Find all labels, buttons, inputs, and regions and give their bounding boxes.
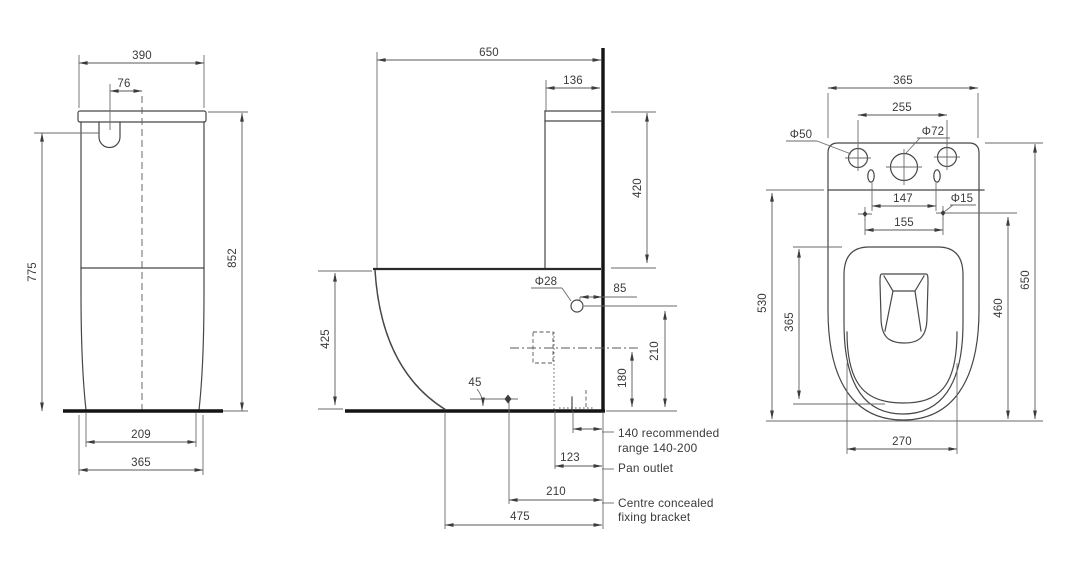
dim-text: 136 [563, 75, 583, 87]
cistern-lid-lines [544, 110, 602, 122]
dim-text: 475 [510, 511, 530, 523]
dim-text: 147 [893, 193, 913, 205]
note-line-1: 140 recommended [618, 426, 719, 440]
dim-cistern-height: 420 [611, 111, 656, 269]
dim-fixing-to-rear: 460 [948, 212, 1017, 420]
centre-hole-crosshair [886, 149, 922, 185]
dim-text: 425 [320, 329, 332, 349]
dim-text: 365 [784, 312, 796, 332]
body-left-edge [80, 121, 87, 411]
pan-outer-outline [827, 142, 980, 421]
dim-text: 365 [893, 75, 913, 87]
dim-lid-width: 390 [78, 50, 205, 108]
bracket-hidden-outline [532, 331, 554, 364]
dim-cistern-depth: 136 [545, 75, 601, 111]
dim-text: Φ72 [922, 126, 945, 138]
dim-bracket-height: 180 [617, 351, 634, 408]
dim-outlet-setout: 140 recommended range 140-200 [572, 426, 719, 455]
label-inlet-diameter: Φ28 [531, 276, 572, 302]
seat-ring-outline [843, 246, 964, 415]
pan-outlet-label: Pan outlet [618, 461, 674, 475]
body-right-edge [198, 121, 205, 411]
dim-text: 390 [132, 50, 152, 62]
bowl-front-curve [374, 269, 447, 411]
left-hole-crosshair [845, 145, 871, 171]
dim-bracket-setout: 210 Centre concealed fixing bracket [508, 486, 714, 524]
dim-overall-height: 852 [208, 111, 248, 412]
bracket-note-line-1: Centre concealed [618, 496, 714, 510]
dim-base-width: 365 [78, 415, 204, 475]
dim-text: 420 [632, 178, 644, 198]
note-line-2: range 140-200 [618, 441, 698, 455]
dim-overall-depth: 650 [376, 47, 602, 268]
label-centre-hole-diameter: Φ72 [905, 126, 950, 154]
front-view: 390 76 775 852 209 365 [27, 50, 248, 475]
label-fixing-hole-diameter: Φ15 [943, 193, 976, 213]
top-view: 365 255 Φ50 Φ72 147 Φ15 155 [757, 75, 1043, 454]
dim-inlet-height: 210 [606, 310, 677, 412]
dim-bowl-height: 425 [318, 270, 372, 410]
dim-text: 650 [1020, 270, 1032, 290]
dim-rim-depth: 530 [757, 189, 824, 420]
dim-inlet-offset: 85 [579, 283, 637, 300]
trap-inner-lines [883, 275, 925, 332]
dim-text: 180 [617, 368, 629, 388]
dim-text: 85 [613, 283, 626, 295]
right-hole-crosshair [934, 144, 960, 170]
dim-text: 270 [892, 436, 912, 448]
dim-text: 210 [649, 341, 661, 361]
dim-foot-width: 209 [85, 413, 197, 447]
dim-opening-width: 270 [846, 363, 958, 454]
side-view: 650 136 420 425 Φ28 85 210 [318, 47, 719, 529]
dim-text: Φ28 [535, 276, 558, 288]
dim-text: Φ15 [951, 193, 974, 205]
dim-opening-depth: 365 [784, 246, 885, 405]
water-inlet-circle [570, 299, 584, 313]
dim-text: 460 [993, 298, 1005, 318]
dim-text: 852 [227, 248, 239, 268]
dim-text: 650 [479, 47, 499, 59]
dim-text: 209 [131, 429, 151, 441]
dim-text: 210 [546, 486, 566, 498]
dim-text: 530 [757, 293, 769, 313]
dim-text: 155 [894, 217, 914, 229]
setout-extension-lines [444, 400, 604, 529]
dim-fixing-spacing: 155 [864, 217, 944, 235]
dim-overall-depth-top: 650 [985, 142, 1043, 420]
dim-text: 365 [131, 457, 151, 469]
bracket-point-marker [504, 394, 512, 404]
dim-overall-setout: 475 [444, 511, 603, 527]
trap-outline [879, 273, 929, 344]
dim-valve-height: 775 [27, 132, 99, 412]
dim-text: 76 [117, 78, 130, 90]
dim-text: 45 [468, 377, 481, 389]
right-slot [933, 169, 941, 183]
left-slot [867, 169, 875, 183]
dim-hole-spacing: 255 [857, 102, 948, 146]
fixing-hole-markers [858, 206, 950, 221]
label-side-hole-diameter: Φ50 [786, 129, 852, 155]
dim-text: 123 [560, 452, 580, 464]
dim-rim-width: 365 [827, 75, 979, 138]
dim-flush-offset: 76 [109, 78, 143, 130]
dim-bracket-floor-gap: 45 [468, 377, 518, 407]
flush-valve-outline [98, 121, 121, 149]
bracket-note-line-2: fixing bracket [618, 510, 691, 524]
dim-text: Φ50 [790, 129, 813, 141]
dim-text: 255 [892, 102, 912, 114]
bowl-opening-curve [846, 331, 958, 404]
dim-outlet-offset: 123 Pan outlet [554, 452, 674, 475]
dim-slot-spacing: 147 [871, 183, 937, 211]
dim-text: 775 [27, 262, 39, 282]
